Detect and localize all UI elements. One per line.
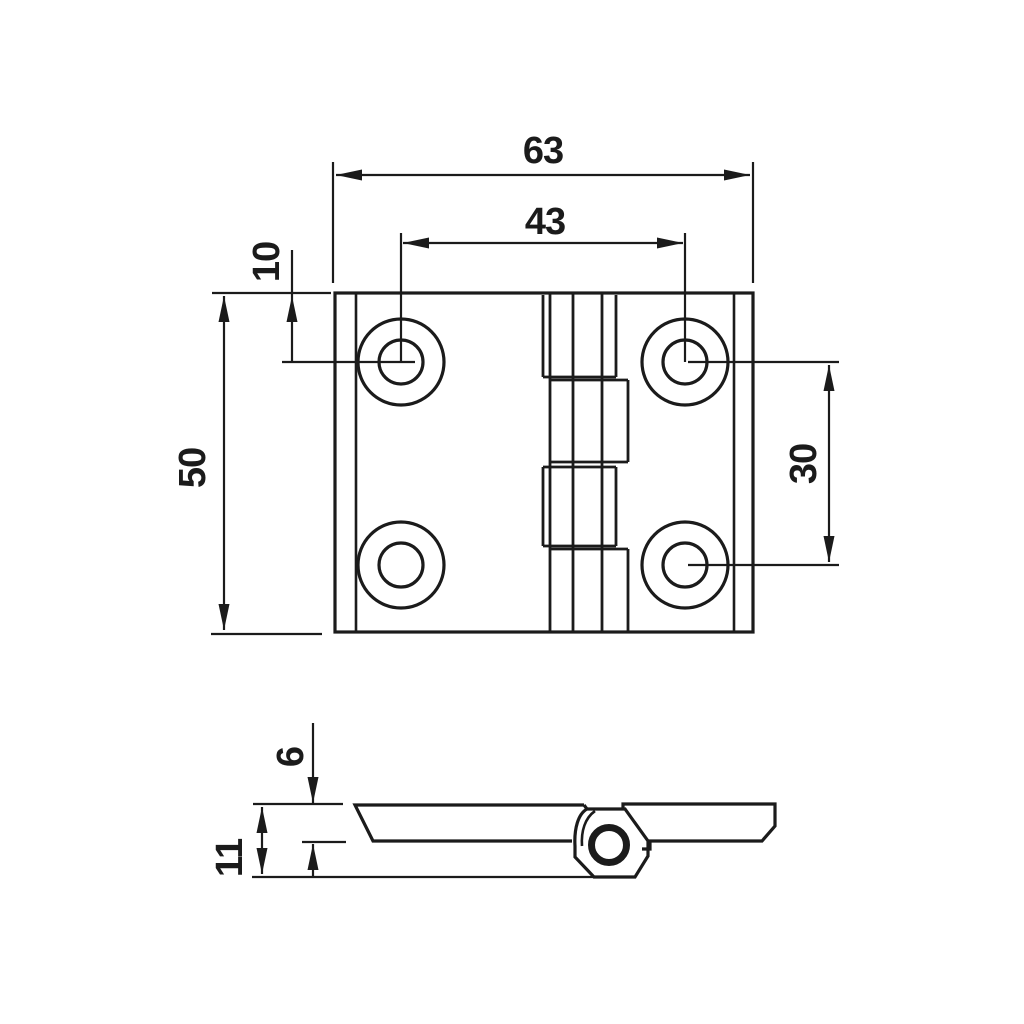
side-barrel-outline — [573, 807, 650, 879]
dimension-10: 10 — [246, 242, 298, 363]
side-left-leaf — [352, 803, 584, 843]
hinge-knuckle — [541, 293, 630, 632]
dim-label-edge-to-hole: 10 — [246, 242, 288, 282]
dim-label-overall-thickness: 11 — [209, 838, 251, 877]
side-right-leaf — [621, 802, 777, 851]
dimension-43: 43 — [403, 201, 683, 249]
side-view — [352, 802, 777, 879]
dim-label-hole-pitch-v: 30 — [783, 444, 825, 484]
hole-bottom-left-inner — [377, 541, 425, 589]
dim-label-hole-pitch-h: 43 — [525, 201, 565, 243]
hole-bottom-left-outer — [356, 520, 446, 610]
dimension-6: 6 — [253, 723, 346, 877]
hinge-plate-outline — [333, 291, 755, 634]
dim-label-overall-height: 50 — [172, 448, 214, 488]
dimension-30: 30 — [783, 365, 835, 562]
dimension-11: 11 — [209, 807, 594, 879]
dimension-50: 50 — [172, 291, 331, 636]
dim-label-leaf-thickness: 6 — [270, 747, 312, 767]
dimension-63: 63 — [331, 130, 755, 283]
centerlines — [282, 233, 839, 567]
dim-label-overall-width: 63 — [523, 130, 563, 172]
side-pin-hole — [588, 824, 630, 866]
top-view — [282, 233, 839, 634]
side-barrel-curl-arc — [580, 809, 596, 847]
